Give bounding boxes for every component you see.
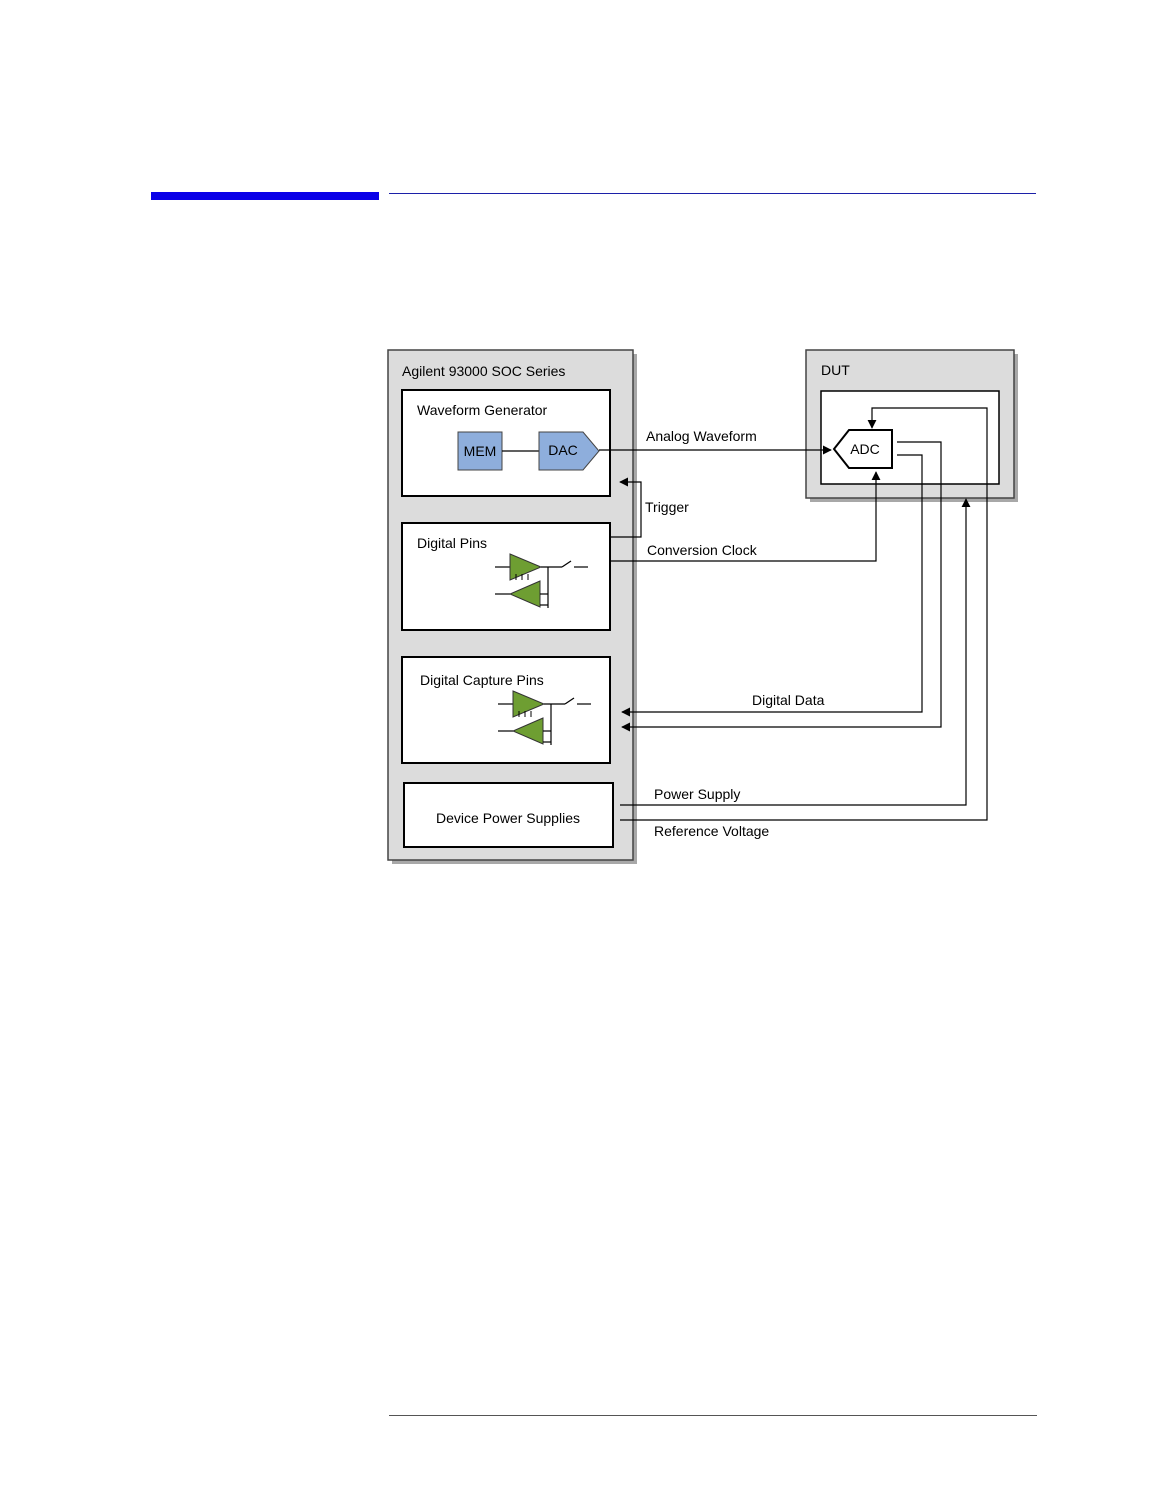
digital-capture-pins-label: Digital Capture Pins: [420, 672, 544, 688]
analog-waveform-label: Analog Waveform: [646, 428, 757, 444]
adc-label: ADC: [850, 441, 880, 457]
digital-pins-label: Digital Pins: [417, 535, 487, 551]
reference-voltage-label: Reference Voltage: [654, 823, 769, 839]
waveform-generator-block: Waveform Generator MEM DAC: [402, 390, 610, 496]
digital-pins-block: Digital Pins: [402, 523, 610, 630]
digital-data-label: Digital Data: [752, 692, 825, 708]
device-power-supplies-label: Device Power Supplies: [436, 810, 580, 826]
dut-title: DUT: [821, 362, 850, 378]
tester-title: Agilent 93000 SOC Series: [402, 363, 565, 379]
dac-label: DAC: [548, 442, 578, 458]
digital-capture-pins-block: Digital Capture Pins: [402, 657, 610, 763]
waveform-generator-label: Waveform Generator: [417, 402, 548, 418]
device-power-supplies-block: Device Power Supplies: [404, 783, 613, 847]
conversion-clock-label: Conversion Clock: [647, 542, 758, 558]
power-supply-label: Power Supply: [654, 786, 740, 802]
trigger-label: Trigger: [645, 499, 689, 515]
footer-rule: [389, 1415, 1037, 1416]
dut-panel: DUT ADC: [806, 350, 1018, 502]
mem-label: MEM: [464, 443, 497, 459]
